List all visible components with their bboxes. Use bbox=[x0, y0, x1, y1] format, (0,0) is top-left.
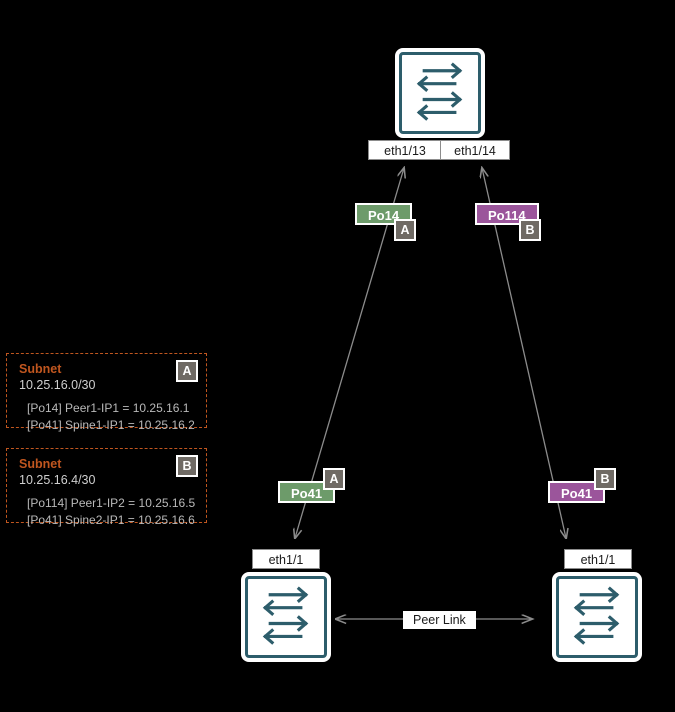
zone-badge-b-top: B bbox=[519, 219, 541, 241]
port-channel-po41-right[interactable]: Po41 bbox=[548, 481, 606, 503]
switch-icon bbox=[556, 576, 638, 658]
switch-icon bbox=[245, 576, 327, 658]
port-label-eth1-13[interactable]: eth1/13 bbox=[368, 140, 442, 160]
port-channel-po41-left[interactable]: Po41 bbox=[278, 481, 336, 503]
switch-icon bbox=[399, 52, 481, 134]
subnet-b-line-1: [Po114] Peer1-IP2 = 10.25.16.5 bbox=[27, 496, 196, 510]
subnet-a-line-2: [Po41] Spine1-IP1 = 10.25.16.2 bbox=[27, 418, 195, 432]
subnet-b-line-2: [Po41] Spine2-IP1 = 10.25.16.6 bbox=[27, 513, 195, 527]
zone-badge-a-bottom: A bbox=[323, 468, 345, 490]
subnet-a-line-1: [Po14] Peer1-IP1 = 10.25.16.1 bbox=[27, 401, 190, 415]
subnet-b-badge: B bbox=[176, 455, 198, 477]
subnet-a-cidr: 10.25.16.0/30 bbox=[19, 378, 96, 392]
peer-link-label[interactable]: Peer Link bbox=[403, 611, 476, 629]
port-label-leaf-right-eth1-1[interactable]: eth1/1 bbox=[564, 549, 632, 569]
subnet-a-title: Subnet bbox=[19, 362, 62, 376]
spine-switch[interactable] bbox=[396, 49, 484, 137]
zone-badge-a-top: A bbox=[394, 219, 416, 241]
subnet-a-badge: A bbox=[176, 360, 198, 382]
port-label-eth1-14[interactable]: eth1/14 bbox=[440, 140, 510, 160]
leaf-switch-left[interactable] bbox=[242, 573, 330, 661]
leaf-switch-right[interactable] bbox=[553, 573, 641, 661]
port-label-leaf-left-eth1-1[interactable]: eth1/1 bbox=[252, 549, 320, 569]
subnet-callout-b: Subnet 10.25.16.4/30 [Po114] Peer1-IP2 =… bbox=[6, 448, 207, 527]
subnet-b-cidr: 10.25.16.4/30 bbox=[19, 473, 96, 487]
subnet-callout-a: Subnet 10.25.16.0/30 [Po14] Peer1-IP1 = … bbox=[6, 353, 207, 432]
zone-badge-b-bottom: B bbox=[594, 468, 616, 490]
subnet-b-title: Subnet bbox=[19, 457, 62, 471]
